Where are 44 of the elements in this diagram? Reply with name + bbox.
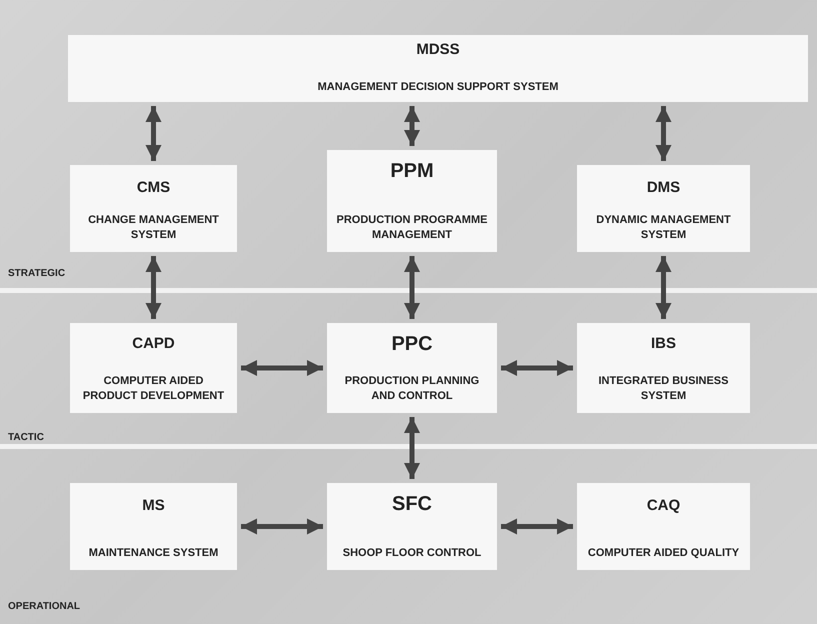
- level-label: TACTIC: [8, 432, 44, 443]
- system-acronym: CAPD: [132, 335, 175, 352]
- system-acronym: CMS: [136, 179, 170, 196]
- double-arrow: [404, 417, 420, 479]
- system-name: DYNAMIC MANAGEMENT SYSTEM: [595, 213, 732, 242]
- system-name: COMPUTER AIDED QUALITY: [588, 546, 740, 560]
- system-box: [327, 483, 497, 570]
- system-name: MANAGEMENT DECISION SUPPORT SYSTEM: [318, 80, 558, 94]
- system-acronym: SFC: [392, 493, 432, 516]
- system-acronym: PPC: [391, 333, 433, 356]
- system-box: [327, 150, 497, 252]
- level-label: STRATEGIC: [8, 268, 66, 279]
- system-acronym: DMS: [646, 179, 680, 196]
- double-arrow: [404, 256, 420, 319]
- system-acronym: PPM: [390, 160, 434, 183]
- system-box: [577, 483, 750, 570]
- system-name: SHOOP FLOOR CONTROL: [342, 546, 482, 560]
- system-box: [577, 165, 750, 252]
- level-label: OPERATIONAL: [8, 601, 80, 612]
- system-name: INTEGRATED BUSINESS SYSTEM: [598, 374, 730, 403]
- double-arrow: [241, 360, 323, 376]
- system-acronym: CAQ: [646, 497, 680, 514]
- system-box: [70, 165, 237, 252]
- system-name: PRODUCTION PLANNING AND CONTROL: [344, 374, 480, 403]
- system-box: [327, 323, 497, 413]
- double-arrow: [501, 518, 573, 534]
- system-box: [577, 323, 750, 413]
- double-arrow: [656, 256, 672, 319]
- double-arrow: [656, 106, 672, 161]
- system-acronym: IBS: [650, 335, 676, 352]
- double-arrow: [146, 256, 162, 319]
- double-arrow: [146, 106, 162, 161]
- system-acronym: MS: [142, 497, 165, 514]
- double-arrow: [241, 518, 323, 534]
- double-arrow: [501, 360, 573, 376]
- system-acronym: MDSS: [416, 41, 460, 58]
- double-arrow: [404, 106, 420, 146]
- system-name: COMPUTER AIDED PRODUCT DEVELOPMENT: [82, 374, 226, 403]
- system-name: CHANGE MANAGEMENT SYSTEM: [87, 213, 220, 242]
- system-box: [70, 483, 237, 570]
- system-name: PRODUCTION PROGRAMME MANAGEMENT: [336, 213, 488, 242]
- system-box: [68, 35, 808, 102]
- system-name: MAINTENANCE SYSTEM: [88, 546, 218, 560]
- system-box: [70, 323, 237, 413]
